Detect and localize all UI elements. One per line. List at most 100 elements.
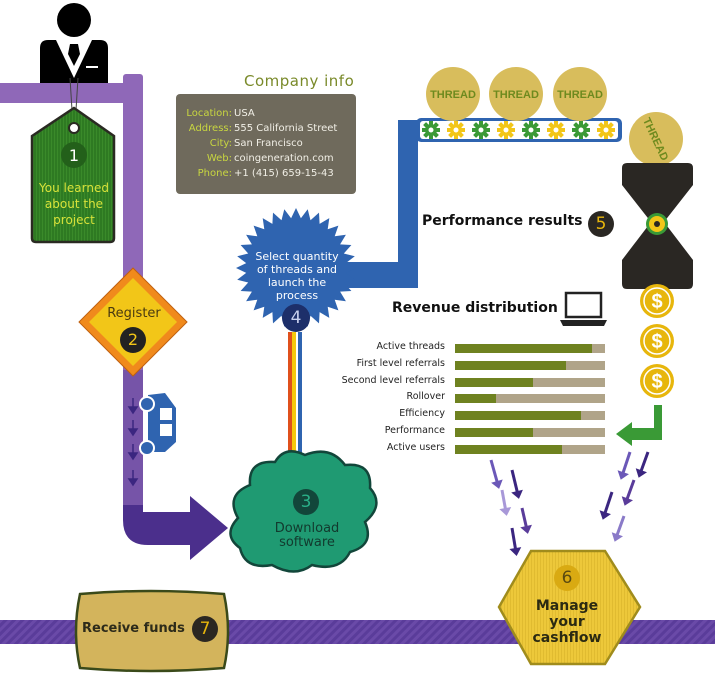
thread-coin-label: THREAD xyxy=(493,89,539,101)
step-1-line: You learned xyxy=(39,181,109,195)
arrow-down-icon xyxy=(635,451,650,478)
bar-fill xyxy=(455,394,496,404)
step-6-line: cashflow xyxy=(532,630,602,646)
gear-icon xyxy=(422,121,440,139)
bar-track xyxy=(455,444,605,454)
bar-label: Second level referrals xyxy=(341,374,445,386)
step-3-line: Download xyxy=(274,521,340,536)
arrow-down-icon xyxy=(520,507,532,534)
gear-icon xyxy=(472,121,490,139)
bar-label: Active users xyxy=(386,441,445,453)
dollar-symbol: $ xyxy=(651,291,662,313)
bar-label: Rollover xyxy=(406,391,445,403)
green-return-arrow xyxy=(616,405,662,446)
dollar-coins: $ $ $ xyxy=(640,284,674,398)
step-1-number: 1 xyxy=(68,146,80,165)
arrow-down-icon xyxy=(489,459,503,489)
price-tag-shape xyxy=(30,106,116,244)
thread-coin-label: THREAD xyxy=(430,89,476,101)
blue-pipe xyxy=(340,118,622,288)
info-key: City: xyxy=(209,138,232,149)
gear-icon xyxy=(522,121,540,139)
info-value[interactable]: coingeneration.com xyxy=(234,153,334,164)
gear-icon xyxy=(572,121,590,139)
bar-track xyxy=(455,360,605,370)
ribbon-stripes xyxy=(288,332,302,472)
arrow-down-icon xyxy=(621,479,636,506)
company-info-title: Company info xyxy=(244,72,355,90)
bar-track xyxy=(455,394,605,404)
step-6-line: Manage xyxy=(535,598,599,614)
register-sign-shape xyxy=(78,267,188,377)
gear-icon xyxy=(497,121,515,139)
arrow-down-icon xyxy=(599,491,614,520)
step-6-label: Manage your cashflow xyxy=(512,598,622,646)
step-7-label: Receive funds xyxy=(82,621,185,636)
bar-track xyxy=(455,377,605,387)
businessman-icon xyxy=(40,3,108,111)
gear-icon xyxy=(547,121,565,139)
laptop-icon xyxy=(560,291,607,326)
info-key: Web: xyxy=(206,153,232,164)
bar-fill xyxy=(455,344,592,353)
step-7-number: 7 xyxy=(199,619,211,639)
bar-track xyxy=(455,411,605,421)
dollar-coin-icon: $ xyxy=(640,324,674,358)
dollar-symbol: $ xyxy=(651,371,662,393)
pillow-sign-shape xyxy=(74,589,230,673)
thread-coin: THREAD xyxy=(426,67,480,121)
step-1-line: project xyxy=(53,213,95,227)
starburst-badge-shape xyxy=(236,208,356,332)
step-1-label: You learned about the project xyxy=(30,180,118,228)
dollar-coin-icon: $ xyxy=(640,364,674,398)
company-info-box: Location: USA Address: 555 California St… xyxy=(176,94,356,194)
step-3-label: Download software xyxy=(242,522,372,550)
thread-coin: THREAD xyxy=(489,67,543,121)
bar-fill xyxy=(455,377,533,387)
hexagon-shape xyxy=(497,549,642,666)
step-4-label: Select quantity of threads and launch th… xyxy=(240,250,354,302)
step-6-line: your xyxy=(549,614,585,630)
arrow-down-icon xyxy=(611,515,626,542)
info-key: Location: xyxy=(186,108,232,119)
arrow-down-icon xyxy=(617,451,632,480)
thread-coin: THREAD xyxy=(553,67,607,121)
bar-label: Active threads xyxy=(376,341,446,352)
bar-fill xyxy=(455,360,566,370)
belt-gears xyxy=(422,121,615,139)
bar-fill xyxy=(455,411,581,421)
thread-coin: THREAD xyxy=(629,112,683,166)
hourglass-gear-shape xyxy=(622,163,693,289)
gear-icon xyxy=(597,121,615,139)
gear-icon xyxy=(447,121,465,139)
step-4-line: of threads and xyxy=(256,263,338,276)
info-value: San Francisco xyxy=(234,138,303,149)
info-key: Phone: xyxy=(197,168,232,179)
dollar-symbol: $ xyxy=(651,331,662,353)
revenue-title: Revenue distribution xyxy=(392,300,558,316)
step-4-line: process xyxy=(275,289,319,302)
info-value: 555 California Street xyxy=(234,123,338,134)
cashflow-arrows xyxy=(489,451,650,556)
thread-coins: THREAD THREAD THREAD THREAD xyxy=(426,67,683,166)
step-2-label: Register xyxy=(107,306,161,321)
arrow-down-icon xyxy=(509,527,522,556)
step-1-line: about the xyxy=(44,197,104,211)
cloud-shape xyxy=(229,450,378,573)
path-down-arrows xyxy=(127,398,139,487)
step-3-number: 3 xyxy=(300,492,312,512)
bar-label: Performance xyxy=(384,425,445,436)
info-key: Address: xyxy=(188,123,232,134)
info-value: +1 (415) 659-15-43 xyxy=(234,168,334,179)
bar-fill xyxy=(455,444,562,454)
step-4-number: 4 xyxy=(290,308,302,328)
step-2-number: 2 xyxy=(127,330,139,349)
bar-track xyxy=(455,428,605,437)
step-4-line: launch the xyxy=(267,276,327,289)
bar-track xyxy=(455,344,605,353)
arrow-down-icon xyxy=(499,489,512,516)
bar-label: First level referrals xyxy=(356,357,445,369)
dollar-coin-icon: $ xyxy=(640,284,674,318)
step-5-number: 5 xyxy=(588,211,614,237)
